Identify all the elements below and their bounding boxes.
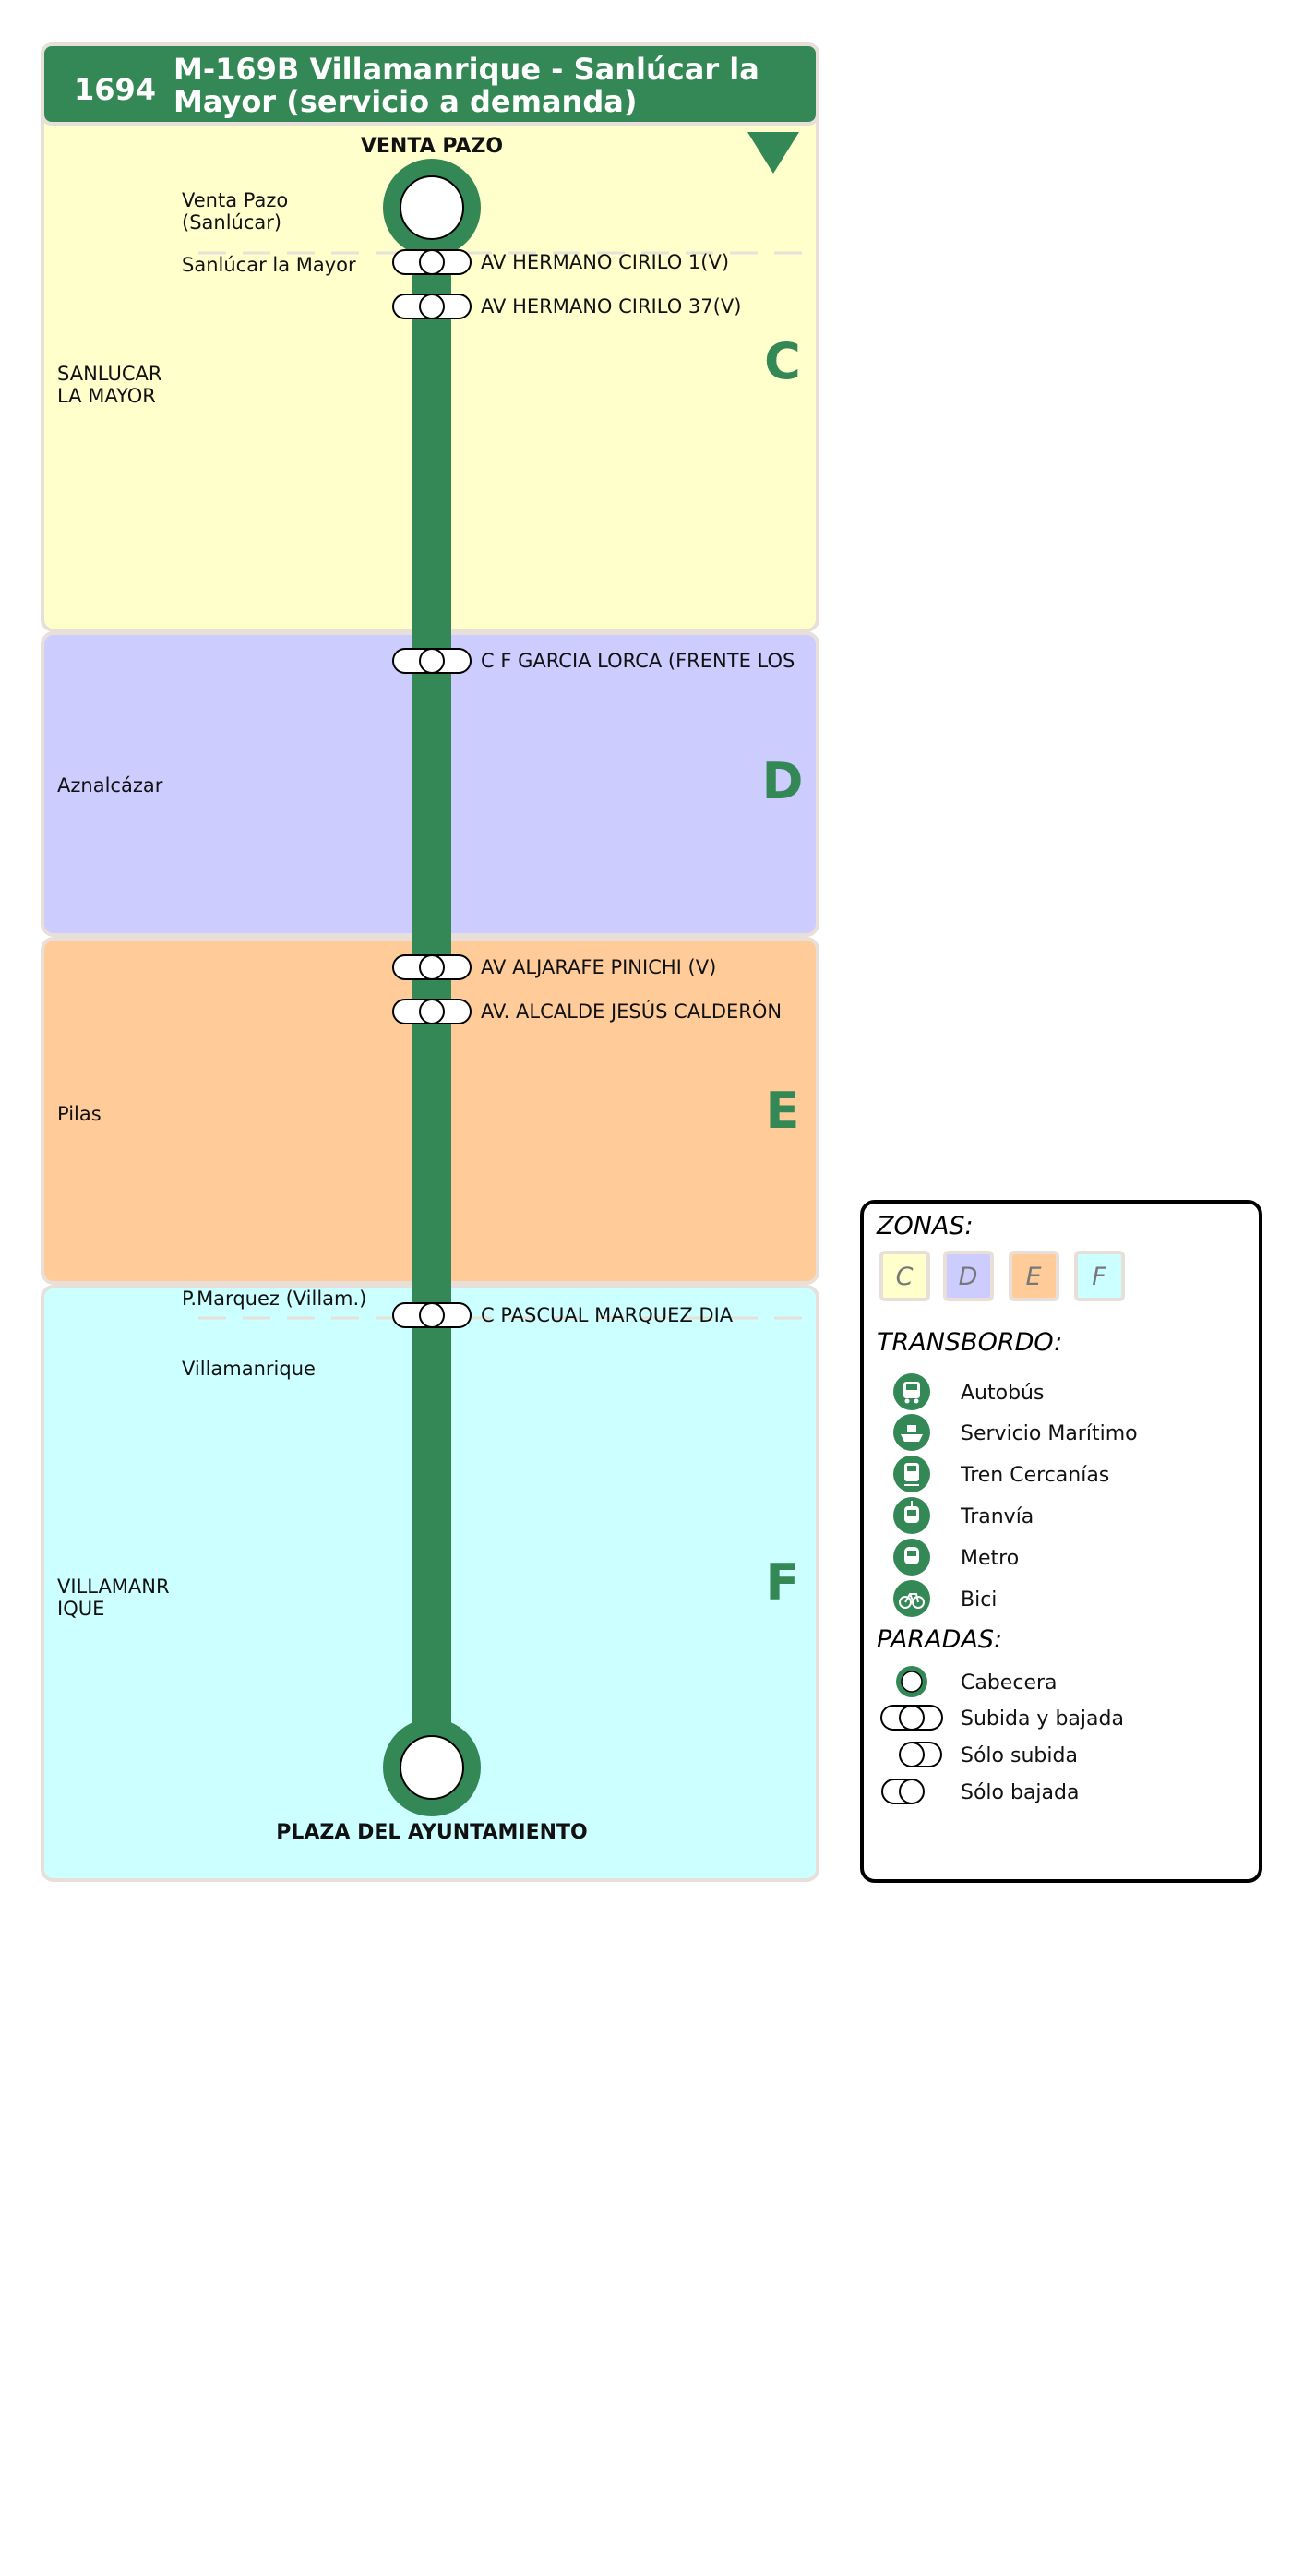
bike-icon (893, 1580, 930, 1617)
boat-icon (893, 1414, 930, 1451)
boarding-alighting-stop-icon (880, 1705, 943, 1731)
municipality-label: VILLAMANR (57, 1576, 170, 1598)
header-bar (41, 42, 819, 126)
stop-marker (392, 648, 472, 674)
zone-letter: C (764, 332, 801, 390)
stop-name: AV. ALCALDE JESÚS CALDERÓN (481, 1000, 782, 1023)
down-triangle-icon (747, 132, 799, 174)
legend-stops-title: PARADAS: (877, 1625, 1002, 1654)
locality-label: (Sanlúcar) (182, 211, 281, 234)
end-terminal-label: PLAZA DEL AYUNTAMIENTO (276, 1821, 587, 1844)
municipality-label: IQUE (57, 1598, 104, 1620)
legend-zone-letter: F (1092, 1263, 1106, 1291)
legend-transfer-label: Bici (961, 1588, 997, 1611)
stop-marker (392, 249, 472, 275)
municipality-label: Pilas (57, 1103, 102, 1125)
zone-letter: E (766, 1082, 800, 1140)
legend-transfer-label: Autobús (961, 1382, 1044, 1405)
bus-icon (893, 1373, 930, 1410)
legend-zone-swatch-e (1009, 1251, 1059, 1301)
metro-icon (893, 1539, 930, 1576)
legend-zone-swatch-c (879, 1251, 930, 1301)
legend-transfer-label: Metro (961, 1547, 1019, 1570)
stop-marker (392, 294, 472, 319)
locality-label: P.Marquez (Villam.) (182, 1288, 366, 1310)
stop-name: AV HERMANO CIRILO 1(V) (481, 251, 729, 273)
legend-stop-label: Sólo bajada (961, 1781, 1079, 1804)
legend-zone-swatch-d (943, 1251, 994, 1301)
zone-letter: D (762, 752, 804, 810)
legend-zone-letter: C (896, 1263, 914, 1291)
line-title-2: Mayor (servicio a demanda) (173, 84, 637, 119)
stop-marker (392, 1302, 472, 1328)
tram-icon (893, 1497, 930, 1534)
locality-label: Sanlúcar la Mayor (182, 254, 356, 276)
stop-name: AV ALJARAFE PINICHI (V) (481, 956, 716, 978)
legend-stop-label: Subida y bajada (961, 1707, 1124, 1731)
stop-name: AV HERMANO CIRILO 37(V) (481, 295, 741, 318)
zone-letter: F (766, 1553, 800, 1611)
alighting-only-stop-icon (881, 1779, 925, 1804)
line-title-1: M-169B Villamanrique - Sanlúcar la (173, 52, 759, 87)
terminal-stop-inner (400, 175, 464, 240)
stop-marker (392, 954, 472, 980)
legend-zones-title: ZONAS: (876, 1212, 974, 1240)
start-terminal-label: VENTA PAZO (361, 135, 503, 158)
legend-transfer-label: Servicio Marítimo (961, 1422, 1138, 1445)
legend-box (860, 1200, 1262, 1883)
legend-transfer-title: TRANSBORDO: (877, 1328, 1062, 1357)
train-icon (893, 1456, 930, 1492)
municipality-label: Aznalcázar (57, 774, 163, 797)
route-line (412, 208, 451, 1767)
stop-name: C F GARCIA LORCA (FRENTE LOS (481, 650, 795, 672)
line-number: 1694 (74, 72, 156, 107)
legend-zone-letter: E (1025, 1263, 1041, 1291)
legend-stop-label: Sólo subida (961, 1744, 1078, 1767)
municipality-label: LA MAYOR (57, 385, 156, 407)
locality-label: Venta Pazo (182, 189, 288, 211)
boarding-only-stop-icon (899, 1742, 942, 1767)
legend-transfer-label: Tranvía (960, 1505, 1034, 1528)
terminal-stop-inner (400, 1735, 464, 1800)
stop-marker (392, 999, 472, 1024)
legend-transfer-label: Tren Cercanías (960, 1464, 1109, 1487)
municipality-label: SANLUCAR (57, 363, 161, 385)
legend-zone-swatch-f (1074, 1251, 1125, 1301)
legend-stop-label: Cabecera (961, 1671, 1058, 1695)
terminal-stop-icon (896, 1666, 927, 1697)
stop-name: C PASCUAL MARQUEZ DIA (481, 1304, 734, 1326)
legend-zone-letter: D (959, 1263, 978, 1291)
locality-label: Villamanrique (182, 1358, 316, 1380)
